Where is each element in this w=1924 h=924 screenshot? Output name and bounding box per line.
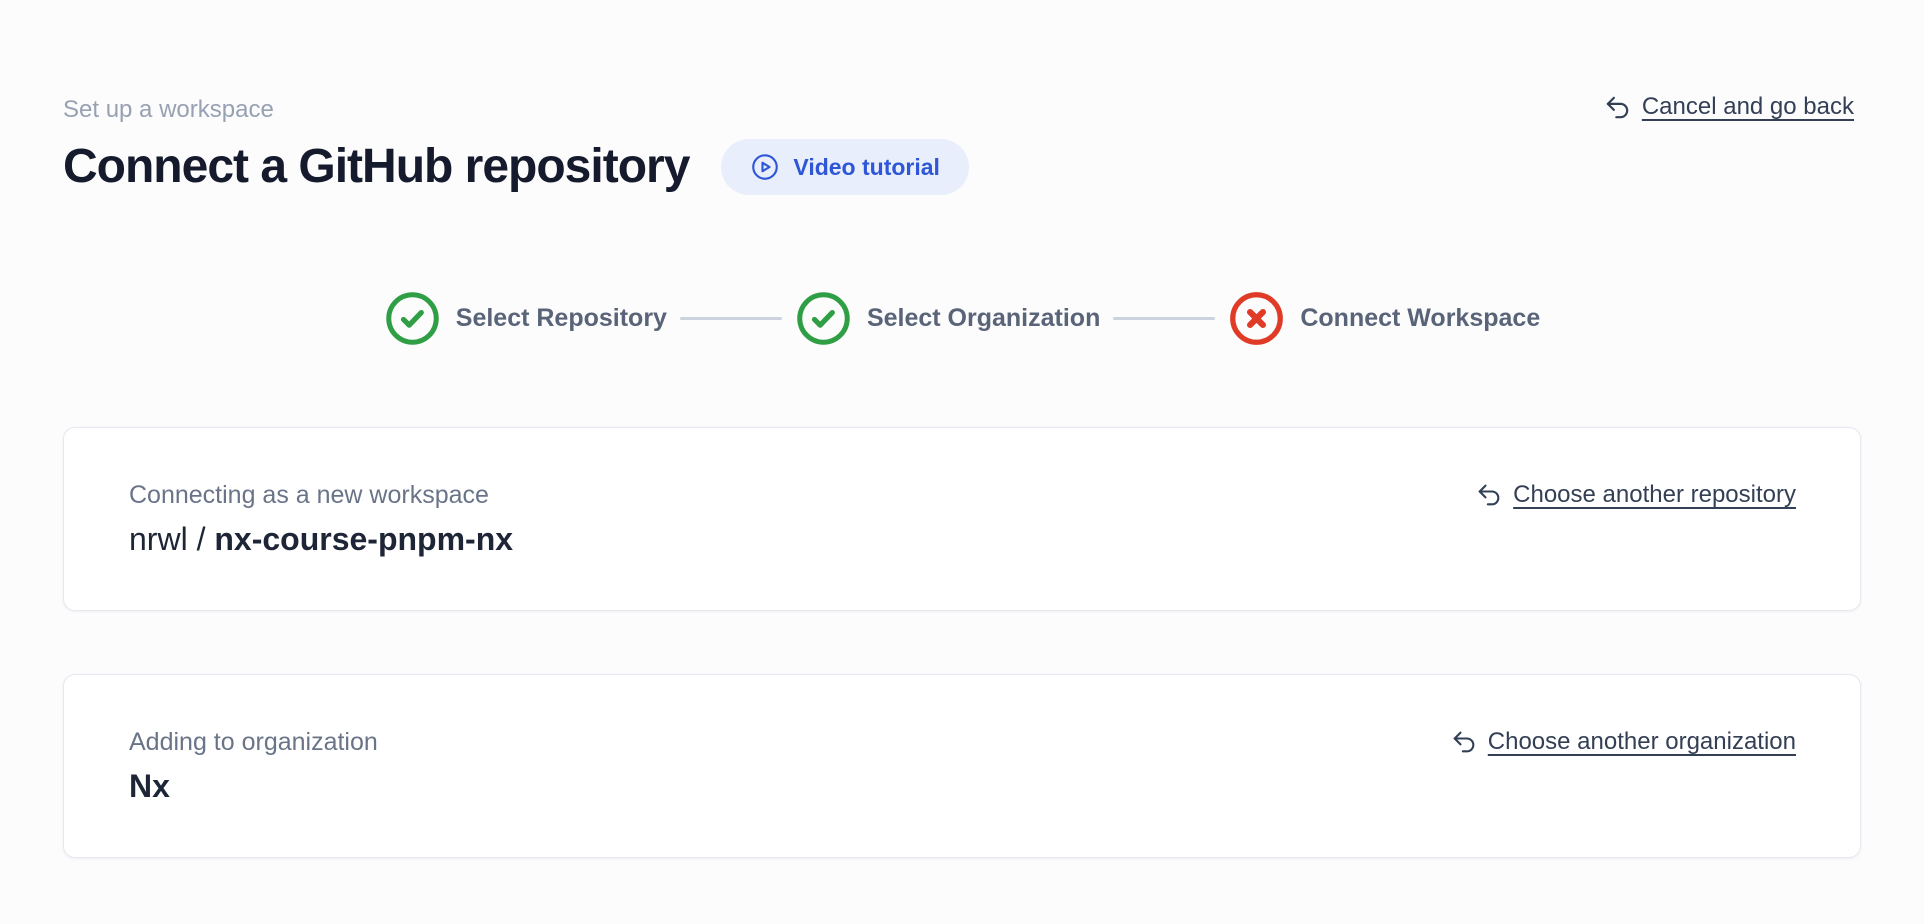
video-tutorial-button[interactable]: Video tutorial (721, 139, 969, 195)
organization-card-info: Adding to organization Nx (129, 727, 378, 805)
check-circle-icon (795, 290, 852, 347)
undo-arrow-icon (1603, 93, 1632, 122)
repository-name: nrwl / nx-course-pnpm-nx (129, 520, 513, 558)
repository-card-label: Connecting as a new workspace (129, 481, 489, 509)
step-connect-workspace: Connect Workspace (1228, 290, 1540, 347)
step-label: Select Repository (455, 304, 667, 332)
page-title: Connect a GitHub repository (63, 140, 690, 193)
organization-name-text: Nx (129, 768, 170, 804)
eyebrow-label: Set up a workspace (63, 96, 274, 123)
cancel-and-go-back-link[interactable]: Cancel and go back (1603, 92, 1854, 122)
undo-arrow-icon (1450, 728, 1478, 756)
organization-card-label: Adding to organization (129, 728, 378, 756)
step-select-organization: Select Organization (795, 290, 1100, 347)
repository-card-info: Connecting as a new workspace nrwl / nx-… (129, 480, 513, 558)
step-connector (1113, 317, 1216, 320)
video-tutorial-label: Video tutorial (793, 153, 940, 180)
step-label: Select Organization (866, 304, 1101, 332)
repository-slug: nx-course-pnpm-nx (214, 521, 514, 557)
organization-name: Nx (129, 767, 378, 805)
repository-owner: nrwl / (129, 521, 215, 557)
check-circle-icon (384, 290, 441, 347)
play-circle-icon (750, 152, 780, 182)
page-header: Set up a workspace Connect a GitHub repo… (63, 0, 1861, 196)
step-select-repository: Select Repository (384, 290, 667, 347)
repository-card: Connecting as a new workspace nrwl / nx-… (63, 427, 1861, 611)
choose-another-organization-label: Choose another organization (1487, 728, 1796, 755)
cancel-link-label: Cancel and go back (1641, 93, 1854, 120)
choose-another-repository-link[interactable]: Choose another repository (1475, 480, 1796, 510)
undo-arrow-icon (1475, 481, 1503, 509)
step-label: Connect Workspace (1300, 304, 1541, 332)
choose-another-organization-link[interactable]: Choose another organization (1450, 727, 1796, 757)
x-circle-icon (1228, 290, 1285, 347)
step-connector (679, 317, 782, 320)
title-row: Connect a GitHub repository Video tutori… (63, 138, 1861, 196)
choose-another-repository-label: Choose another repository (1513, 481, 1796, 508)
stepper: Select Repository Select Organization (63, 290, 1861, 347)
organization-card: Adding to organization Nx Choose another… (63, 674, 1861, 858)
